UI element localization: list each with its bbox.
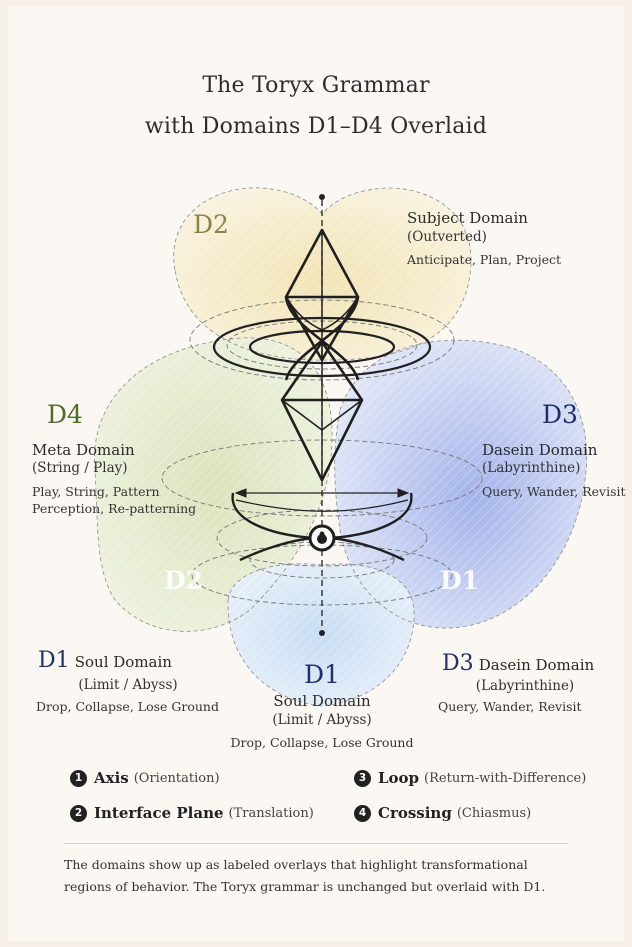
d1-center-sub: (Limit / Abyss) <box>252 712 392 728</box>
d1-center-actions: Drop, Collapse, Lose Ground <box>222 735 422 750</box>
legend-desc-crossing: (Chiasmus) <box>457 806 531 821</box>
d3-right-tag: D3 <box>542 400 578 429</box>
legend-item-axis: 1 Axis (Orientation) <box>70 769 220 787</box>
legend-item-interface-plane: 2 Interface Plane (Translation) <box>70 804 314 822</box>
d1-left-heading: D1 Soul Domain <box>38 648 172 673</box>
d2-subject-sub: (Outverted) <box>407 229 487 245</box>
d3-bottom-heading: D3 Dasein Domain <box>442 651 594 676</box>
legend-name-interface-plane: Interface Plane <box>94 804 224 822</box>
d1-center-name: Soul Domain <box>252 692 392 710</box>
legend-name-axis: Axis <box>94 769 129 787</box>
legend-name-loop: Loop <box>378 769 419 787</box>
legend-number-1: 1 <box>70 770 87 787</box>
d4-meta-name: Meta Domain <box>32 441 135 459</box>
legend-number-4: 4 <box>354 805 371 822</box>
d1-left-name: Soul Domain <box>75 653 172 671</box>
d4-meta-sub: (String / Play) <box>32 460 128 476</box>
d2-subject-name: Subject Domain <box>407 209 528 227</box>
d4-meta-actions-1: Play, String, Pattern <box>32 484 160 499</box>
d3-bottom-name: Dasein Domain <box>479 656 594 674</box>
legend-number-3: 3 <box>354 770 371 787</box>
d1-center-tag: D1 <box>272 660 372 689</box>
legend-item-crossing: 4 Crossing (Chiasmus) <box>354 804 531 822</box>
d1-inner-tag: D1 <box>440 566 479 595</box>
d3-bottom-tag: D3 <box>442 651 474 676</box>
d2-inner-tag: D2 <box>164 566 203 595</box>
d1-left-actions: Drop, Collapse, Lose Ground <box>36 699 219 714</box>
d1-left-sub: (Limit / Abyss) <box>38 677 218 693</box>
legend-name-crossing: Crossing <box>378 804 452 822</box>
legend-desc-interface-plane: (Translation) <box>229 806 314 821</box>
caption-line-1: The domains show up as labeled overlays … <box>64 854 584 876</box>
legend-number-2: 2 <box>70 805 87 822</box>
d2-subject-actions: Anticipate, Plan, Project <box>407 252 561 267</box>
d4-meta-actions-2: Perception, Re-patterning <box>32 501 196 516</box>
legend-item-loop: 3 Loop (Return-with-Difference) <box>354 769 586 787</box>
legend-desc-loop: (Return-with-Difference) <box>424 771 586 786</box>
d3-bottom-actions: Query, Wander, Revisit <box>438 699 582 714</box>
d1-left-tag: D1 <box>38 648 70 673</box>
legend-desc-axis: (Orientation) <box>134 771 220 786</box>
d3-right-sub: (Labyrinthine) <box>482 460 580 476</box>
caption-text: The domains show up as labeled overlays … <box>64 854 584 898</box>
d2-top-tag: D2 <box>193 210 229 239</box>
d3-bottom-sub: (Labyrinthine) <box>442 678 608 694</box>
caption-line-2: regions of behavior. The Toryx grammar i… <box>64 876 584 898</box>
d4-tag: D4 <box>47 400 83 429</box>
d3-right-name: Dasein Domain <box>482 441 597 459</box>
d3-right-actions: Query, Wander, Revisit <box>482 484 626 499</box>
center-node <box>310 526 334 550</box>
caption-divider <box>64 843 568 844</box>
